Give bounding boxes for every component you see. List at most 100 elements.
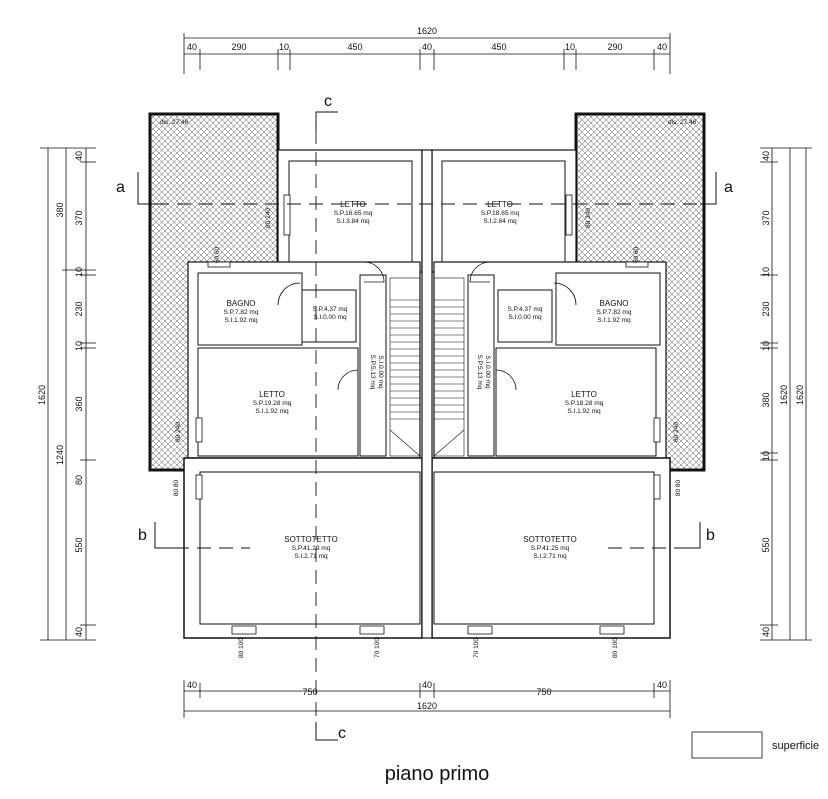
svg-text:S.I.0.00 mq: S.I.0.00 mq [313, 314, 347, 321]
room-disimpegno-left: S.P.4.37 mq S.I.0.00 mq [313, 306, 348, 321]
room-bagno-left: BAGNO S.P.7.82 mq S.I.1.92 mq [224, 299, 259, 324]
left-outer-dim-2: 380 [55, 202, 65, 217]
side-left-label: 80 80 [173, 479, 180, 496]
bottom-dim-3: 40 [422, 680, 432, 690]
section-line-a [137, 172, 717, 205]
legend-label: superficie [772, 740, 819, 752]
svg-text:S.I.0.00 mq: S.I.0.00 mq [377, 355, 384, 389]
room-scala-right: S.P.5.13 mq S.I.0.00 mq [476, 355, 491, 390]
top-dim-7: 10 [565, 42, 575, 52]
left-inner-dim-7: 80 [74, 475, 84, 485]
section-line-c [315, 111, 338, 741]
window-bagno-l-label: 60 60 [214, 246, 221, 263]
svg-text:S.P.16.65 mq: S.P.16.65 mq [334, 210, 373, 217]
left-inner-dim-4: 230 [74, 301, 84, 316]
window-tr-label: 80 240 [585, 208, 592, 228]
right-inner-dim-4: 230 [761, 301, 771, 316]
svg-text:BAGNO: BAGNO [227, 299, 256, 308]
left-inner-dim-5: 10 [74, 341, 84, 351]
right-inner-dim-1: 40 [761, 151, 771, 161]
svg-text:LETTO: LETTO [571, 390, 597, 399]
svg-text:S.I.3.84 mq: S.I.3.84 mq [336, 218, 370, 225]
window-letto-r-label: 80 240 [673, 422, 680, 442]
side-right-label: 80 80 [675, 479, 682, 496]
room-sottotetto-right: SOTTOTETTO S.P.41.25 mq S.I.2.71 mq [523, 535, 576, 560]
section-b-left-label: b [138, 527, 147, 544]
top-dim-8: 290 [607, 42, 622, 52]
bottom-opening-4-label: 80 100 [612, 638, 619, 658]
left-inner-dim-3: 10 [74, 267, 84, 277]
section-line-b [154, 522, 701, 549]
legend-swatch [691, 731, 763, 759]
room-disimpegno-right: S.P.4.37 mq S.I.0.00 mq [508, 306, 543, 321]
svg-text:SOTTOTETTO: SOTTOTETTO [284, 535, 337, 544]
svg-text:BAGNO: BAGNO [600, 299, 629, 308]
section-a-right-label: a [724, 179, 733, 196]
top-dim-2: 290 [231, 42, 246, 52]
stairs-left [389, 277, 421, 457]
right-inner-dim-8: 550 [761, 537, 771, 552]
svg-text:LETTO: LETTO [340, 200, 366, 209]
svg-text:S.P.18.28 mq: S.P.18.28 mq [565, 400, 604, 407]
svg-text:S.P.19.28 mq: S.P.19.28 mq [253, 400, 292, 407]
building-walls [183, 149, 671, 639]
svg-text:S.I.2.71 mq: S.I.2.71 mq [294, 553, 328, 560]
bottom-dimension-chain [183, 680, 671, 718]
right-inner-dim-3: 10 [761, 267, 771, 277]
top-dimension-chain [183, 33, 671, 74]
svg-text:LETTO: LETTO [259, 390, 285, 399]
svg-text:S.I.1.92 mq: S.I.1.92 mq [255, 408, 289, 415]
top-dimension-ticks [183, 33, 671, 74]
svg-text:S.I.1.92 mq: S.I.1.92 mq [567, 408, 601, 415]
bottom-dim-1: 40 [187, 680, 197, 690]
section-c-top-label: c [324, 93, 332, 110]
svg-text:SOTTOTETTO: SOTTOTETTO [523, 535, 576, 544]
window-tl-label: 80 240 [265, 208, 272, 228]
section-c-bottom-label: c [338, 725, 346, 742]
svg-text:S.I.1.92 mq: S.I.1.92 mq [224, 317, 258, 324]
svg-text:S.I.1.92 mq: S.I.1.92 mq [597, 317, 631, 324]
bottom-dim-4: 750 [536, 687, 551, 697]
right-dimension-chain [760, 147, 812, 641]
svg-text:S.P.41.29 mq: S.P.41.29 mq [292, 545, 331, 552]
right-inner-dim-7: 10 [761, 451, 771, 461]
left-inner-dim-9: 40 [74, 627, 84, 637]
svg-text:S.P.4.37 mq: S.P.4.37 mq [313, 306, 348, 313]
svg-text:S.I.2.84 mq: S.I.2.84 mq [483, 218, 517, 225]
bottom-dim-2: 750 [302, 687, 317, 697]
room-letto-top-left: LETTO S.P.16.65 mq S.I.3.84 mq [334, 200, 373, 225]
right-inner-dim-2: 370 [761, 210, 771, 225]
section-a-left-label: a [116, 179, 125, 196]
bottom-opening-3-label: 70 100 [473, 638, 480, 658]
svg-text:S.P.41.25 mq: S.P.41.25 mq [531, 545, 570, 552]
door-swings [277, 261, 577, 391]
room-letto-middle-left: LETTO S.P.19.28 mq S.I.1.92 mq [253, 390, 292, 415]
terrace-left-label: dis. 27.46 [160, 119, 189, 126]
terrace-right-label: dis. 27.46 [668, 119, 697, 126]
svg-text:S.P.5.13 mq: S.P.5.13 mq [369, 355, 376, 390]
top-dim-4: 450 [347, 42, 362, 52]
bottom-total-dim: 1620 [417, 701, 437, 711]
right-inner-dim-5: 10 [761, 341, 771, 351]
room-sottotetto-left: SOTTOTETTO S.P.41.29 mq S.I.2.71 mq [284, 535, 337, 560]
plan-title: piano primo [385, 763, 490, 785]
bottom-dim-5: 40 [657, 680, 667, 690]
svg-text:S.P.18.65 mq: S.P.18.65 mq [481, 210, 520, 217]
left-inner-dim-1: 40 [74, 151, 84, 161]
right-outer-dim-1: 1620 [779, 385, 789, 405]
top-dim-6: 450 [491, 42, 506, 52]
left-inner-dim-8: 550 [74, 537, 84, 552]
section-b-right-label: b [706, 527, 715, 544]
top-dim-3: 10 [279, 42, 289, 52]
svg-text:S.P.4.37 mq: S.P.4.37 mq [508, 306, 543, 313]
left-inner-dim-2: 370 [74, 210, 84, 225]
window-bagno-r-label: 60 60 [633, 246, 640, 263]
window-letto-l-label: 80 240 [175, 422, 182, 442]
right-total-dim: 1620 [795, 385, 805, 405]
windows [195, 194, 661, 635]
left-outer-dim-1: 1240 [55, 445, 65, 465]
svg-text:S.I.2.71 mq: S.I.2.71 mq [533, 553, 567, 560]
left-total-dim: 1620 [37, 385, 47, 405]
